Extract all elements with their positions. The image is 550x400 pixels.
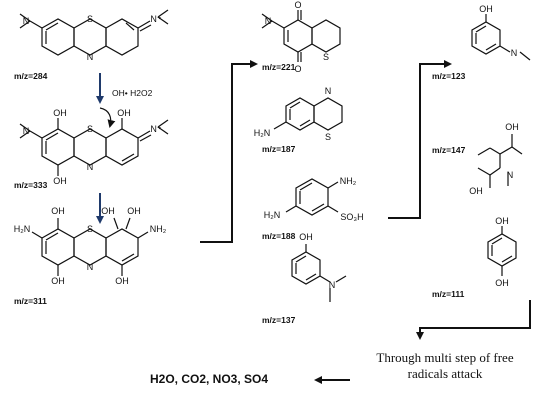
structure-mz123 <box>471 14 531 61</box>
structure-mz187 <box>273 97 343 131</box>
atom-labels: S N N N⁺ S N N N⁺ OH OH OH S N OH OH OH … <box>14 0 519 290</box>
mz-label: m/z=333 <box>14 180 48 190</box>
atom-n-plus: N⁺ <box>150 124 161 134</box>
structure-mz147 <box>477 134 523 188</box>
atom-oh: OH <box>299 232 313 242</box>
atom-oh: OH <box>117 108 131 118</box>
atom-oh: OH <box>505 122 519 132</box>
structure-mz311 <box>31 217 149 276</box>
atom-n: N <box>325 86 332 96</box>
atom-n: N <box>23 126 30 136</box>
atom-n: N <box>87 162 94 172</box>
mz-label: m/z=221 <box>262 62 296 72</box>
atom-o: O <box>294 64 301 74</box>
final-products: H2O, CO2, NO3, SO4 <box>150 372 268 386</box>
structure-mz137 <box>291 244 347 302</box>
atom-oh: OH <box>51 276 65 286</box>
reaction-arrows <box>96 60 531 384</box>
atom-oh: OH <box>53 176 67 186</box>
structure-mz111 <box>487 226 517 276</box>
atom-oh: OH <box>51 206 65 216</box>
mz-label: m/z=137 <box>262 315 296 325</box>
atom-n: N <box>329 280 336 290</box>
atom-oh: OH <box>53 108 67 118</box>
mz-label: m/z=123 <box>432 71 466 81</box>
atom-nh2: NH₂ <box>150 224 167 234</box>
atom-nh2: H₂N <box>14 224 31 234</box>
atom-s: S <box>87 14 93 24</box>
mz-label: m/z=147 <box>432 145 466 155</box>
mz-label: m/z=311 <box>14 296 47 306</box>
structure-mz333 <box>19 107 169 176</box>
final-products-text: H2O, CO2, NO3, SO4 <box>150 372 269 386</box>
radical-attack-note-line1: Through multi step of free <box>376 350 514 365</box>
mz-label: m/z=284 <box>14 71 48 81</box>
atom-oh: OH <box>101 206 115 216</box>
atom-oh: OH <box>469 186 483 196</box>
atom-n: N <box>23 16 30 26</box>
structure-mz284 <box>19 9 169 56</box>
atom-oh: OH <box>479 4 493 14</box>
arrow-to-radical-step <box>416 300 531 340</box>
atom-n: N <box>511 48 518 58</box>
atom-n: N <box>87 262 94 272</box>
atom-h2n: H₂N <box>264 210 281 220</box>
structure-mz188 <box>285 178 339 216</box>
arrow-to-intermediates <box>200 60 258 243</box>
atom-n: N <box>87 52 94 62</box>
atom-s: S <box>325 132 331 142</box>
arrow-to-small-products <box>388 60 452 219</box>
structure-mz221 <box>261 10 341 62</box>
atom-s: S <box>323 52 329 62</box>
atom-oh: OH <box>495 278 509 288</box>
mz-label: m/z=187 <box>262 144 296 154</box>
radical-attack-note: Through multi step of free radicals atta… <box>345 350 545 382</box>
atom-nh2: NH₂ <box>340 176 357 186</box>
atom-o: O <box>294 0 301 10</box>
atom-oh: OH <box>115 276 129 286</box>
mz-label: m/z=188 <box>262 231 296 241</box>
radical-attack-note-line2: radicals attack <box>407 366 483 381</box>
atom-oh: OH <box>495 216 509 226</box>
atom-n: N <box>265 16 272 26</box>
atom-s: S <box>87 124 93 134</box>
atom-n: N <box>507 170 514 180</box>
atom-so3h: SO₃H <box>340 212 363 222</box>
atom-oh: OH <box>127 206 141 216</box>
atom-h2n: H₂N <box>254 128 271 138</box>
mz-label: m/z=111 <box>432 289 465 299</box>
reagent-label: OH• H2O2 <box>112 88 153 98</box>
atom-n-plus: N⁺ <box>150 14 161 24</box>
atom-s: S <box>87 224 93 234</box>
